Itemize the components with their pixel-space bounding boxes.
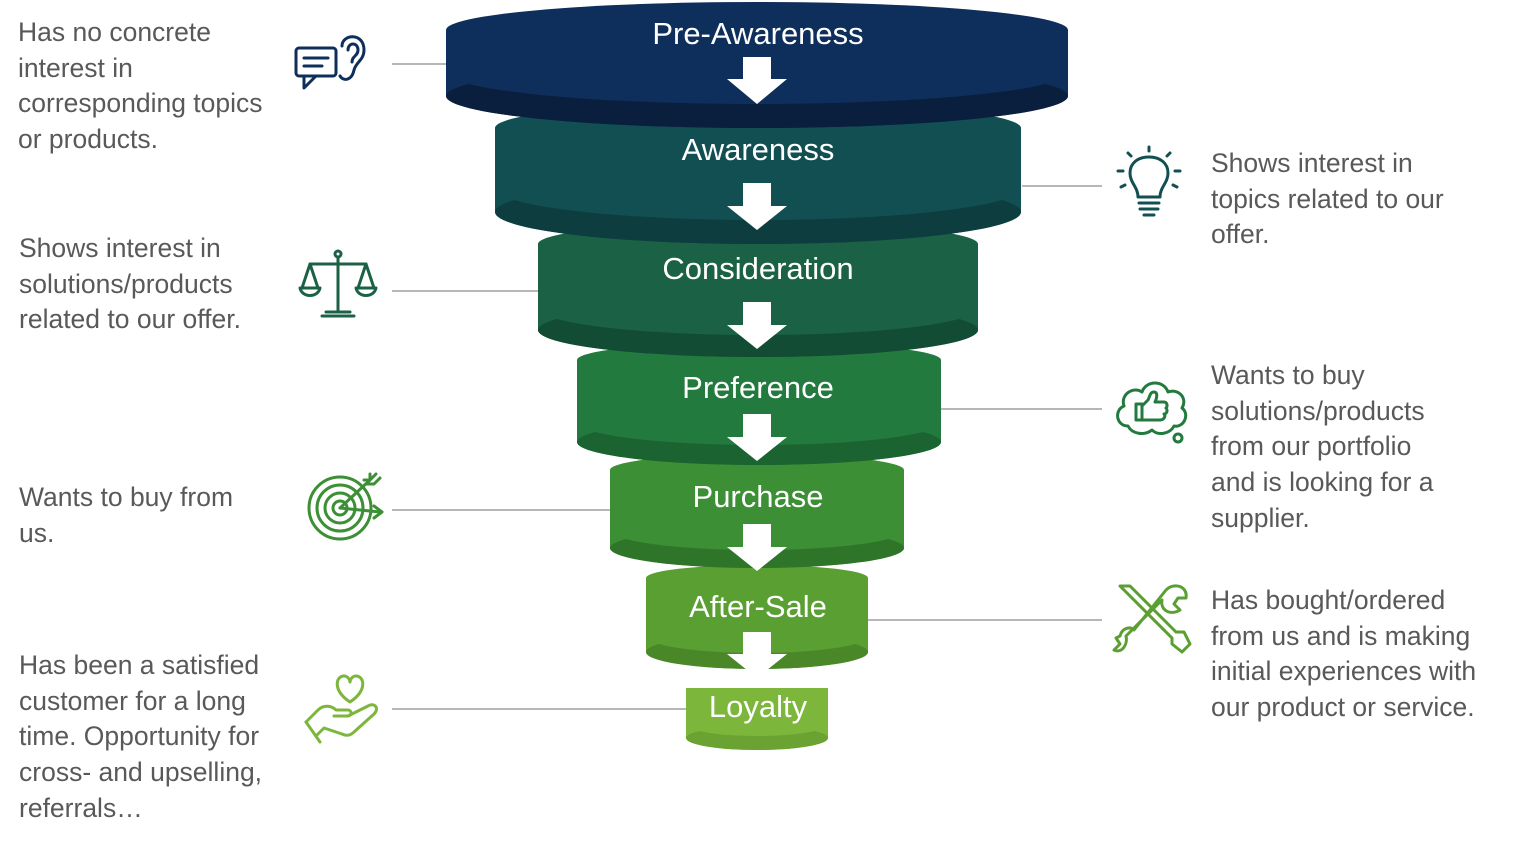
description-after-sale: Has bought/ordered from us and is making…	[1211, 585, 1477, 723]
description-consideration: Shows interest in solutions/products rel…	[19, 233, 241, 335]
thumbs-up-cloud-icon	[1116, 381, 1188, 444]
heart-hand-icon	[304, 674, 378, 744]
lightbulb-icon	[1116, 145, 1182, 217]
description-preference: Wants to buy solutions/products from our…	[1211, 360, 1434, 533]
target-arrow-icon	[307, 472, 384, 541]
balance-scale-icon	[298, 249, 378, 318]
description-purchase: Wants to buy from us.	[19, 482, 234, 548]
down-arrow-icon	[727, 524, 787, 571]
stage-label-purchase: Purchase	[692, 479, 824, 514]
down-arrow-icon	[727, 183, 787, 230]
stage-label-consideration: Consideration	[662, 251, 854, 286]
down-arrow-icon	[727, 57, 787, 104]
down-arrow-icon	[727, 414, 787, 461]
down-arrow-icon	[727, 632, 787, 678]
wrench-screwdriver-icon	[1112, 584, 1192, 654]
stage-label-preference: Preference	[682, 370, 834, 405]
speech-bubble-ear-icon	[294, 35, 366, 90]
description-pre-awareness: Has no concrete interest in correspondin…	[18, 17, 263, 155]
stage-label-awareness: Awareness	[681, 132, 835, 167]
stage-label-pre-awareness: Pre-Awareness	[652, 16, 864, 51]
stage-label-loyalty: Loyalty	[708, 689, 808, 724]
description-awareness: Shows interest in topics related to our …	[1211, 148, 1444, 250]
down-arrow-icon	[727, 302, 787, 349]
description-loyalty: Has been a satisfied customer for a long…	[19, 650, 263, 823]
funnel-tier-loyalty	[686, 688, 828, 750]
stage-label-after-sale: After-Sale	[689, 589, 827, 624]
